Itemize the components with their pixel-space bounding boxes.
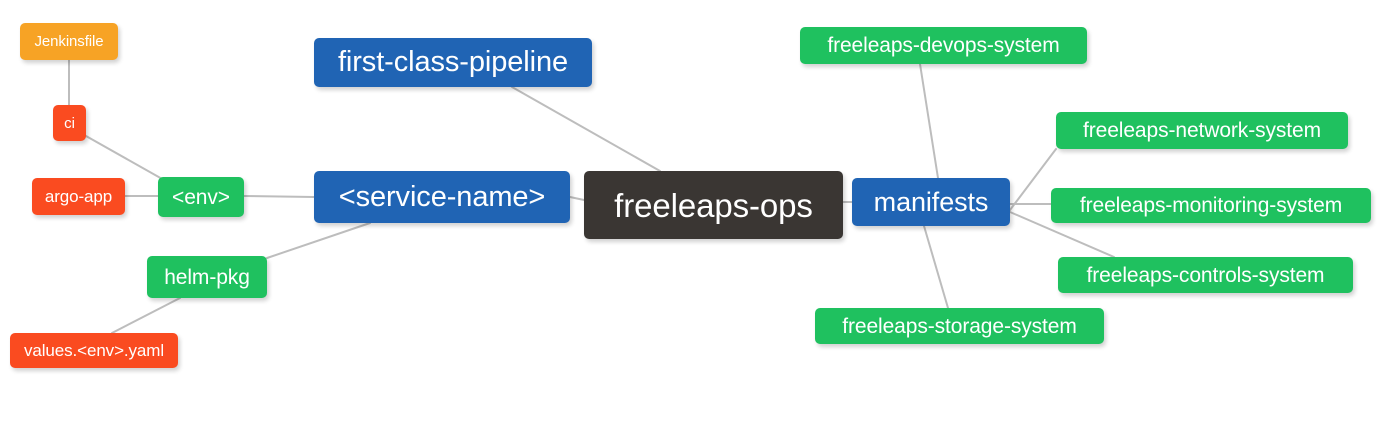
node-env[interactable]: <env> [158,177,244,217]
edge-helm-pkg-to-service-name [266,222,371,259]
node-freeleaps-network-system[interactable]: freeleaps-network-system [1056,112,1348,149]
node-service-name[interactable]: <service-name> [314,171,570,223]
node-freeleaps-devops-system[interactable]: freeleaps-devops-system [800,27,1087,64]
node-freeleaps-storage-system[interactable]: freeleaps-storage-system [815,308,1104,344]
node-values-yaml[interactable]: values.<env>.yaml [10,333,178,368]
edge-ci-to-env [85,135,165,181]
node-manifests[interactable]: manifests [852,178,1010,226]
node-freeleaps-monitoring-system[interactable]: freeleaps-monitoring-system [1051,188,1371,223]
node-jenkinsfile[interactable]: Jenkinsfile [20,23,118,60]
edge-freeleaps-devops-system-to-manifests [919,63,939,179]
node-helm-pkg[interactable]: helm-pkg [147,256,267,298]
node-first-class-pipeline[interactable]: first-class-pipeline [314,38,592,87]
node-argo-app[interactable]: argo-app [32,178,125,215]
edge-service-name-to-freeleaps-ops [569,196,585,201]
node-ci[interactable]: ci [53,105,86,141]
edge-values-yaml-to-helm-pkg [111,297,181,334]
edge-freeleaps-storage-system-to-manifests [923,225,949,309]
edge-freeleaps-network-system-to-manifests [1009,148,1057,211]
edge-env-to-service-name [243,195,315,198]
node-freeleaps-ops[interactable]: freeleaps-ops [584,171,843,239]
node-freeleaps-controls-system[interactable]: freeleaps-controls-system [1058,257,1353,293]
edge-first-class-pipeline-to-freeleaps-ops [511,86,661,172]
